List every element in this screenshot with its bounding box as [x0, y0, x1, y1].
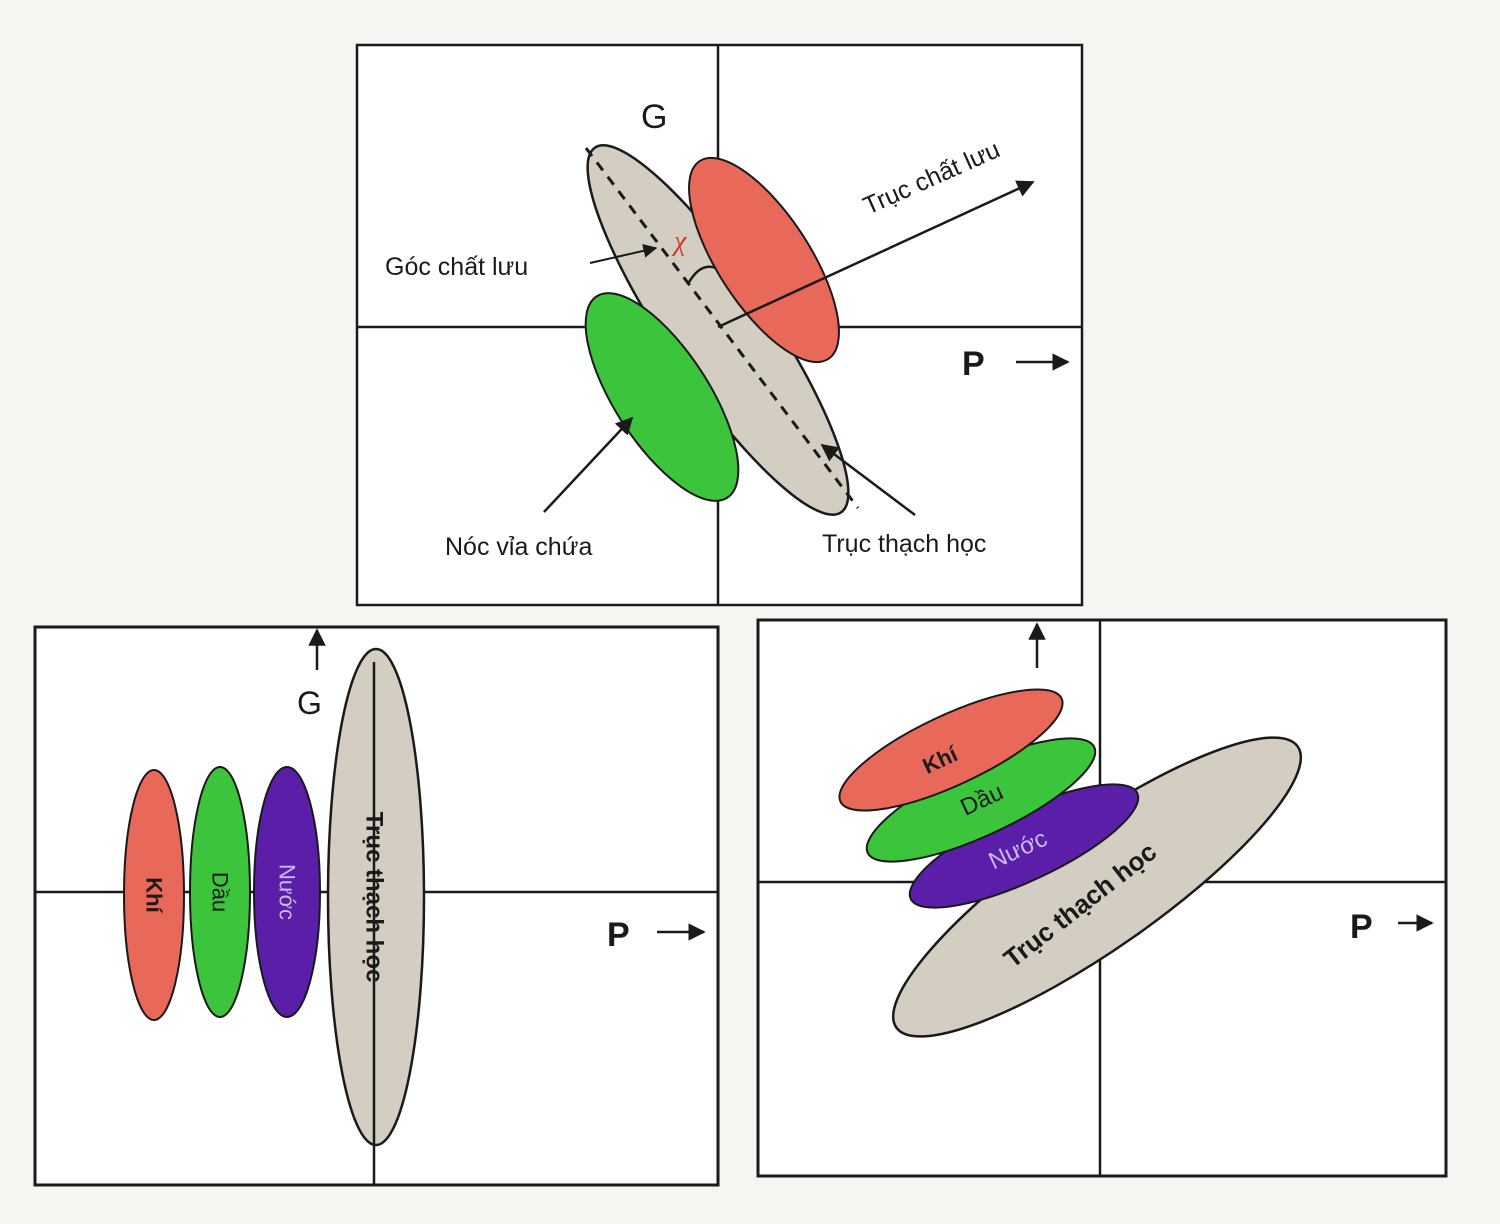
bottom-left-gas-ellipse [123, 769, 185, 1021]
top-panel: G P Trục chất lưu Góc chất lưu χ Nóc vỉa… [355, 43, 1084, 607]
bottom-left-gas-label: Khí [142, 877, 167, 913]
top-lithology-dashed-axis [584, 147, 860, 509]
bottom-left-water-ellipse [253, 766, 321, 1018]
top-g-label: G [641, 98, 667, 136]
bottom-left-water-label: Nước [275, 864, 300, 920]
top-p-label: P [962, 345, 985, 383]
top-fluid-angle-arc [686, 265, 717, 285]
bottom-left-lithology-ellipse [326, 647, 426, 1147]
bottom-right-p-label: P [1350, 908, 1373, 946]
bottom-left-oil-label: Dầu [208, 872, 233, 912]
top-angle-symbol: χ [671, 226, 687, 257]
top-fluid-angle-pointer [589, 243, 658, 264]
bottom-right-gas-ellipse [838, 688, 1064, 812]
bottom-left-g-label: G [297, 685, 322, 721]
bottom-left-lithology-label: Trục thạch học [361, 812, 388, 983]
top-lithology-axis-pointer [820, 443, 916, 516]
bottom-left-p-label: P [607, 916, 630, 954]
top-lithology-axis-label: Trục thạch học [822, 530, 986, 558]
top-reservoir-top-label: Nóc vỉa chứa [445, 533, 592, 561]
bottom-right-panel: P Khí Dầu Nước Trục thạch học [756, 618, 1448, 1178]
bottom-left-oil-ellipse [189, 766, 251, 1018]
top-reservoir-top-pointer [543, 416, 634, 513]
bottom-left-panel: G P Khí Dầu Nước Trục thạch học [33, 625, 720, 1187]
top-fluid-axis-arrow [717, 180, 1035, 329]
top-gas-ellipse [688, 156, 840, 364]
top-fluid-angle-label: Góc chất lưu [385, 253, 528, 281]
